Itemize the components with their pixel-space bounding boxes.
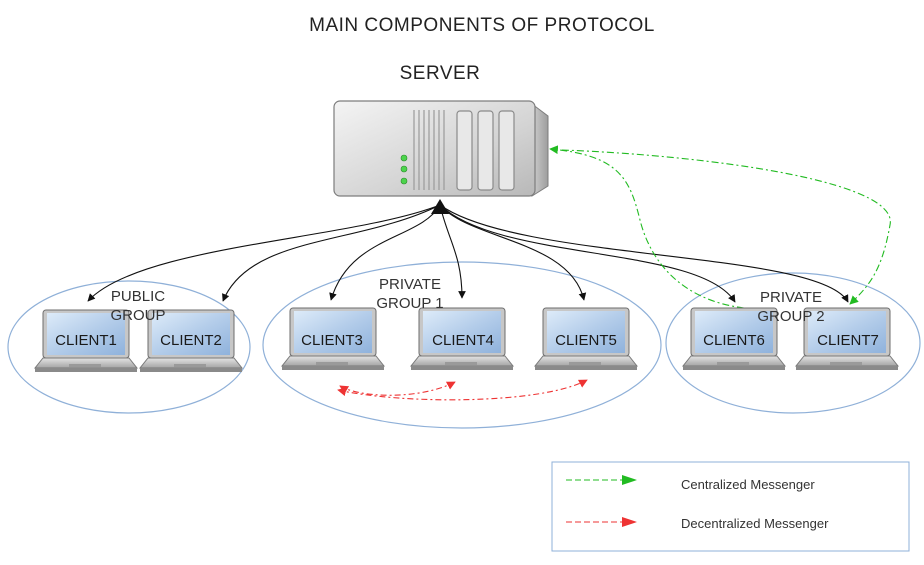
client2-label: CLIENT2	[160, 332, 222, 349]
diagram-title: MAIN COMPONENTS OF PROTOCOL	[309, 15, 655, 36]
client7-label: CLIENT7	[817, 332, 879, 349]
private-group-1-label-line2: GROUP 1	[376, 295, 443, 312]
legend-centralized-arrowhead	[622, 475, 637, 485]
connection-client5	[439, 204, 587, 301]
client2-laptop-icon	[138, 309, 244, 372]
legend-decentralized-arrowhead	[622, 517, 637, 527]
legend-decentralized-label: Decentralized Messenger	[681, 516, 829, 531]
client3-laptop-icon	[280, 307, 386, 370]
client5-label: CLIENT5	[555, 332, 617, 349]
client3-label: CLIENT3	[301, 332, 363, 349]
client4-laptop-icon	[409, 307, 515, 370]
connection-client7	[439, 204, 849, 303]
private-group-2-label-line2: GROUP 2	[757, 308, 824, 325]
centralized-path-client7	[561, 149, 891, 305]
client5-laptop-icon	[533, 307, 639, 370]
private-group-1-ellipse	[262, 261, 662, 429]
private-group-2-ellipse	[665, 272, 921, 414]
connection-client6	[439, 204, 736, 303]
public-group-label-line1: PUBLIC	[111, 288, 165, 305]
client7-laptop-icon	[794, 307, 900, 370]
private-group-1-label-line1: PRIVATE	[379, 276, 441, 293]
private-group-2-label-line1: PRIVATE	[760, 289, 822, 306]
connection-client3	[329, 204, 441, 301]
server-arrowhead	[431, 199, 449, 214]
connection-client1	[87, 204, 441, 302]
client1-laptop-icon	[33, 309, 139, 372]
centralized-path-client6	[549, 145, 745, 309]
public-group-ellipse	[7, 280, 251, 414]
server-label: SERVER	[400, 63, 481, 84]
server-icon	[333, 100, 549, 197]
client4-label: CLIENT4	[432, 332, 494, 349]
client6-label: CLIENT6	[703, 332, 765, 349]
decentralized-path-3-5	[337, 379, 588, 401]
client1-label: CLIENT1	[55, 332, 117, 349]
legend-centralized-label: Centralized Messenger	[681, 477, 815, 492]
connection-client2	[222, 204, 441, 302]
client6-laptop-icon	[681, 307, 787, 370]
legend: Centralized Messenger Decentralized Mess…	[551, 461, 910, 552]
public-group-label-line2: GROUP	[110, 307, 165, 324]
connection-client4	[439, 204, 466, 299]
